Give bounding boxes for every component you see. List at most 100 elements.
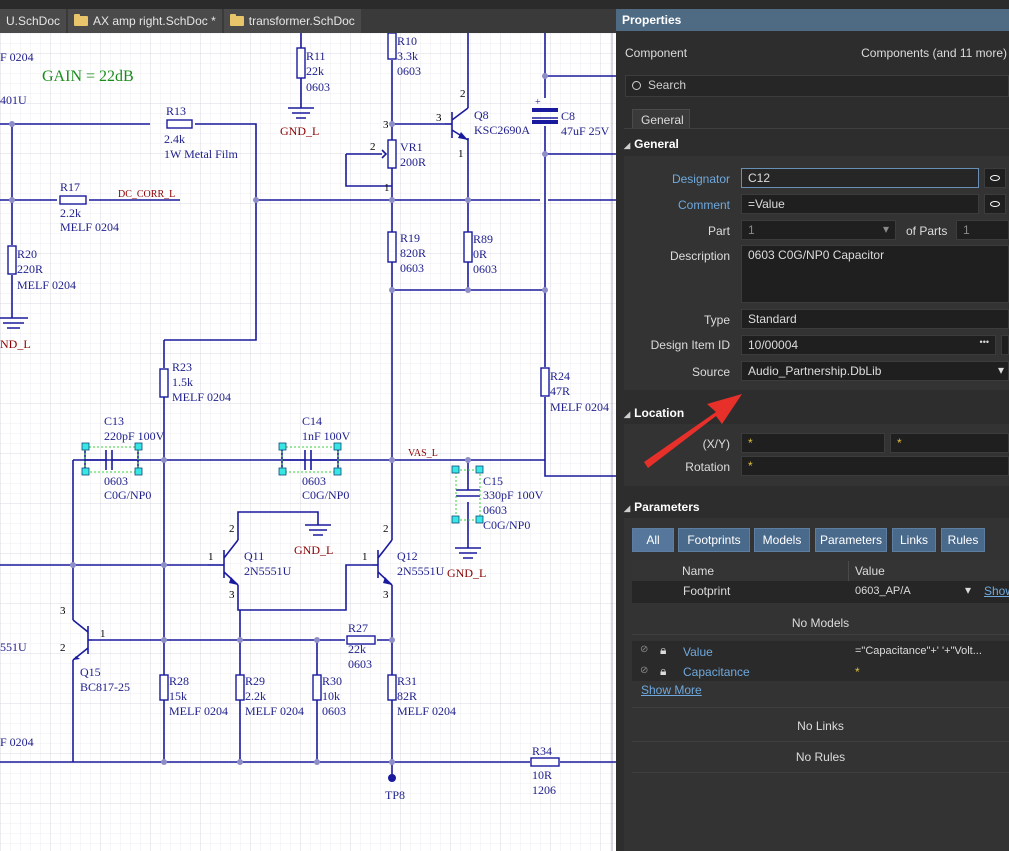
label-c13-val: 220pF 100V (104, 429, 165, 443)
parameters-table-header (632, 561, 1009, 581)
designator-field[interactable]: C12 (741, 168, 979, 188)
schdoc-file-icon (229, 14, 244, 26)
label-q11-val: 2N5551U (244, 564, 292, 578)
comment-field[interactable]: =Value (741, 194, 979, 214)
section-general[interactable]: ◢General (624, 137, 679, 151)
y-field[interactable]: * (890, 433, 1009, 453)
label-r30-pkg: 0603 (322, 704, 346, 718)
net-dc-corr: DC_CORR_L (118, 189, 175, 200)
label-f0204-bottom: F 0204 (0, 735, 34, 749)
lock-icon[interactable]: 🔒︎ (660, 643, 667, 657)
divider (632, 634, 1009, 635)
x-field[interactable]: * (741, 433, 885, 453)
design-item-extra-button[interactable] (1001, 335, 1009, 355)
design-item-field[interactable]: 10/00004••• (741, 335, 996, 355)
schematic-editor[interactable]: U.SchDoc AX amp right.SchDoc * transform… (0, 0, 616, 851)
param-capacitance-value[interactable]: * (855, 665, 860, 679)
xy-label: (X/Y) (702, 437, 730, 451)
filter-parameters-button[interactable]: Parameters (815, 528, 887, 552)
label-q8: Q8 (474, 108, 489, 122)
label-f0204-top: F 0204 (0, 50, 34, 64)
pin-number: 3 (383, 589, 389, 601)
table-row-footprint[interactable] (632, 581, 1009, 603)
filter-rules-button[interactable]: Rules (941, 528, 985, 552)
test-point-tp8 (388, 774, 396, 782)
label-c15-pkg: 0603 (483, 503, 507, 517)
label-c13-diel: C0G/NP0 (104, 488, 151, 502)
source-label: Source (691, 365, 730, 379)
capacitors: + (85, 97, 558, 497)
label-c15: C15 (483, 474, 503, 488)
comment-label: Comment (677, 198, 730, 212)
type-select[interactable]: Standard (741, 309, 1009, 329)
ground-symbols (0, 107, 481, 559)
pin-number: 1 (458, 148, 464, 160)
show-more-link[interactable]: Show More (641, 683, 702, 697)
no-links-note: No Links (797, 719, 844, 733)
source-select[interactable]: Audio_Partnership.DbLib▾ (741, 361, 1009, 381)
parameters-rows (632, 641, 1009, 681)
col-value-header[interactable]: Value (855, 564, 885, 578)
design-item-label: Design Item ID (650, 338, 730, 352)
label-r19-val: 820R (400, 246, 426, 260)
more-options-icon[interactable]: ••• (979, 337, 989, 347)
part-select[interactable]: 1▾ (741, 220, 896, 240)
visibility-eye-icon[interactable] (984, 194, 1006, 214)
search-box[interactable]: Search (625, 75, 1009, 97)
wires (0, 33, 616, 775)
net-vas-l: VAS_L (408, 448, 438, 459)
panel-title[interactable]: Properties (616, 9, 1009, 31)
label-r23-val: 1.5k (172, 375, 193, 389)
label-r17: R17 (60, 180, 80, 194)
filter-all-button[interactable]: All (632, 528, 674, 552)
param-capacitance-name[interactable]: Capacitance (683, 665, 750, 679)
lock-icon[interactable]: 🔒︎ (660, 664, 667, 678)
component-scope[interactable]: Components (and 11 more) (861, 46, 1007, 60)
filter-links-button[interactable]: Links (892, 528, 936, 552)
visibility-eye-icon[interactable] (984, 168, 1006, 188)
hidden-eye-icon[interactable]: ⊘ (640, 665, 649, 676)
schematic-canvas[interactable]: + (0, 33, 616, 851)
divider (632, 707, 1009, 708)
description-field[interactable]: 0603 C0G/NP0 Capacitor (741, 245, 1009, 303)
panel-top-strip (616, 0, 1009, 9)
label-r28: R28 (169, 674, 189, 688)
label-c13: C13 (104, 414, 124, 428)
filter-footprints-button[interactable]: Footprints (678, 528, 750, 552)
type-label: Type (703, 313, 730, 327)
chevron-down-icon[interactable]: ▾ (965, 583, 972, 597)
grid-coarse (0, 33, 616, 851)
column-divider[interactable] (848, 561, 849, 581)
hidden-eye-icon[interactable]: ⊘ (640, 644, 649, 655)
label-r11-pkg: 0603 (306, 80, 330, 94)
label-gnd-1: GND_L (280, 124, 319, 138)
label-r24-desc: MELF 0204 (550, 400, 609, 414)
pin-number: 2 (460, 88, 466, 100)
label-551u: 551U (0, 640, 27, 654)
footprint-show-link[interactable]: Show (984, 584, 1009, 598)
filter-models-button[interactable]: Models (754, 528, 810, 552)
rotation-select[interactable]: * (741, 456, 1009, 476)
section-parameters[interactable]: ◢Parameters (624, 500, 700, 514)
label-r31: R31 (397, 674, 417, 688)
doc-tab-transformer[interactable]: transformer.SchDoc (223, 9, 361, 33)
label-c14-pkg: 0603 (302, 474, 326, 488)
selection-handles (81, 442, 484, 524)
section-location[interactable]: ◢Location (624, 406, 684, 420)
label-gnd-3: GND_L (294, 543, 333, 557)
collapse-triangle-icon: ◢ (624, 410, 631, 419)
label-r29-val: 2.2k (245, 689, 266, 703)
param-value-name[interactable]: Value (683, 645, 713, 659)
tab-general[interactable]: General (632, 109, 690, 129)
label-gnd-2: ND_L (0, 337, 31, 351)
col-name-header[interactable]: Name (682, 564, 715, 578)
doc-tab-ax-amp-right[interactable]: AX amp right.SchDoc * (68, 9, 222, 33)
component-label: Component (625, 46, 688, 60)
collapse-triangle-icon: ◢ (624, 141, 631, 150)
divider (632, 772, 1009, 773)
label-r27-val: 22k (348, 642, 366, 656)
param-value-value[interactable]: ="Capacitance"+' '+"Volt... (855, 645, 982, 657)
doc-tab-u-schdoc[interactable]: U.SchDoc (0, 9, 67, 33)
label-r20: R20 (17, 247, 37, 261)
label-r29: R29 (245, 674, 265, 688)
